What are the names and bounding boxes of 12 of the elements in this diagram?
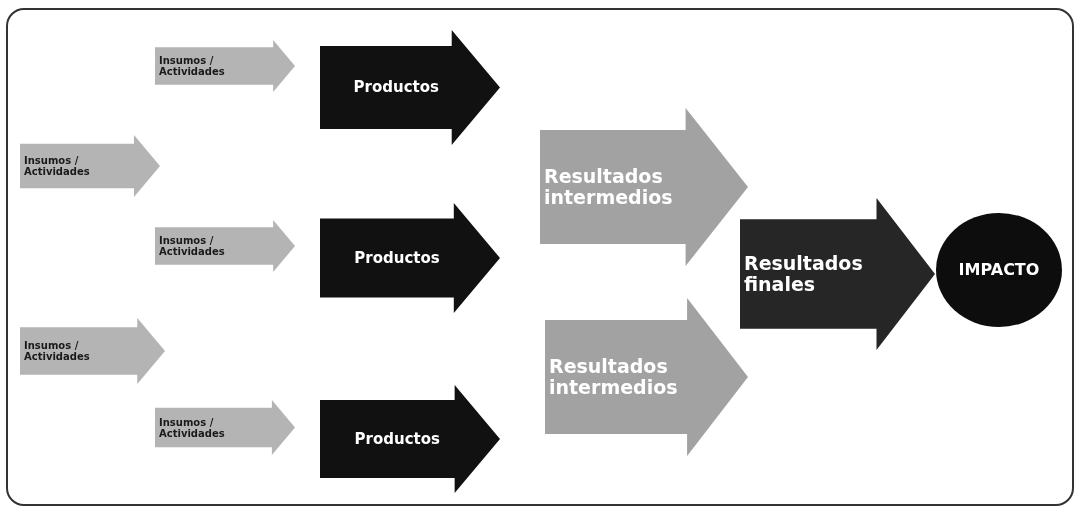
node-label: Productos (354, 249, 440, 267)
node-label: Insumos / Actividades (24, 340, 91, 362)
node-label: Insumos / Actividades (24, 155, 91, 177)
node-label: Resultados intermedios (549, 356, 679, 398)
node-label: Productos (353, 79, 439, 96)
node-label: Productos (354, 430, 440, 448)
node-label: Insumos / Actividades (159, 55, 226, 77)
node-label: Resultados finales (744, 253, 864, 295)
node-label: IMPACTO (958, 261, 1040, 279)
node-label: Insumos / Actividades (159, 235, 226, 257)
node-label: Insumos / Actividades (159, 416, 226, 439)
node-label: Resultados intermedios (544, 166, 674, 208)
